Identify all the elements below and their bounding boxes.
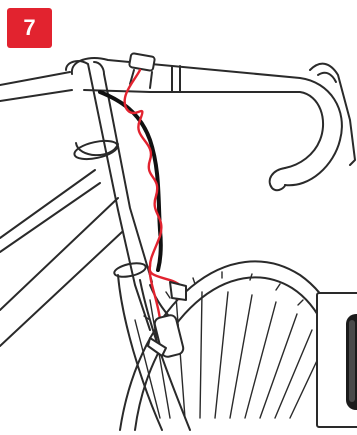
down-tube [0, 170, 122, 346]
top-tube [0, 72, 72, 101]
sensor-inset [316, 292, 357, 428]
step-number-badge: 7 [7, 8, 52, 48]
computer-mount [129, 53, 155, 71]
head-tube [66, 61, 152, 330]
sensor-highlight [349, 320, 355, 402]
